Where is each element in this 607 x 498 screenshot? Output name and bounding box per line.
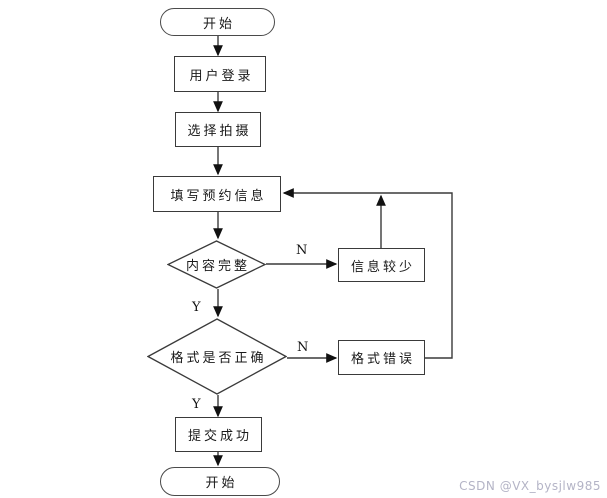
label-content-no: N	[296, 243, 308, 258]
node-user-login: 用户登录	[174, 56, 266, 92]
node-format-error: 格式错误	[338, 340, 425, 375]
node-fill-reservation: 填写预约信息	[153, 176, 281, 212]
node-choose-shoot-label: 选择拍摄	[187, 124, 252, 139]
node-end-terminator: 开始	[160, 467, 280, 496]
node-start-label: 开始	[202, 16, 235, 32]
edge-error-feedback-to-fill	[282, 188, 453, 359]
diamond-shape	[147, 318, 287, 395]
node-submit-success: 提交成功	[175, 417, 262, 452]
node-start-terminator: 开始	[160, 8, 275, 36]
node-info-insufficient: 信息较少	[338, 248, 425, 282]
node-submit-success-label: 提交成功	[187, 429, 252, 444]
diamond-shape	[167, 240, 266, 289]
label-format-no: N	[297, 340, 309, 355]
node-content-complete-decision: 内容完整	[167, 240, 266, 289]
node-end-label: 开始	[205, 476, 238, 491]
node-fill-reservation-label: 填写预约信息	[170, 188, 267, 204]
node-user-login-label: 用户登录	[189, 68, 254, 84]
node-choose-shoot: 选择拍摄	[175, 112, 261, 147]
node-format-correct-decision: 格式是否正确	[147, 318, 287, 395]
label-content-yes: Y	[192, 300, 201, 315]
csdn-watermark: CSDN @VX_bysjlw985	[459, 479, 601, 493]
node-format-correct-label: 格式是否正确	[170, 351, 267, 366]
node-content-complete-label: 内容完整	[185, 259, 250, 274]
node-format-error-label: 格式错误	[350, 352, 415, 367]
label-format-yes: Y	[192, 397, 201, 412]
node-info-insufficient-label: 信息较少	[350, 259, 415, 275]
